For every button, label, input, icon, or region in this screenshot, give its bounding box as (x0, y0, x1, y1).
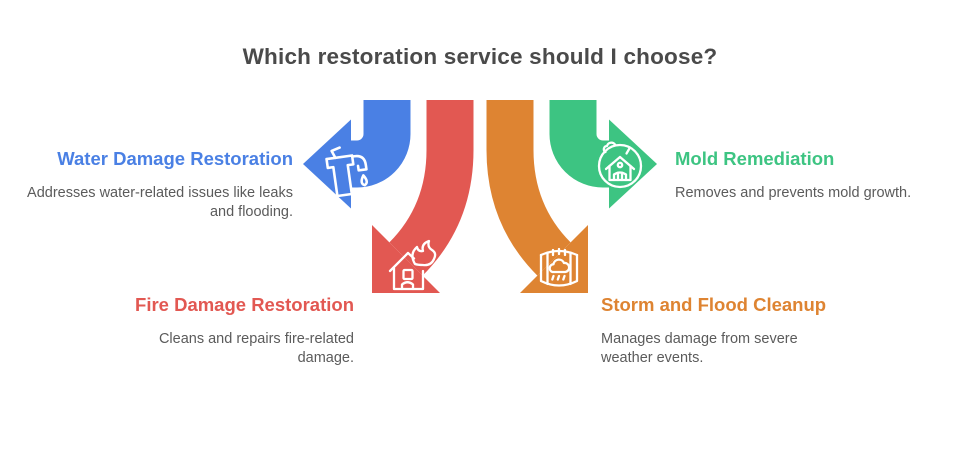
water-damage-restoration-block: Water Damage Restoration Addresses water… (13, 147, 293, 222)
burning-house-icon (388, 239, 437, 291)
mold-remediation-heading: Mold Remediation (675, 148, 835, 169)
mold-arrow-band (549, 100, 610, 188)
fire-arrow (372, 100, 474, 293)
fire-damage-restoration-block: Fire Damage Restoration Cleans and repai… (99, 293, 354, 368)
mold-remediation-block: Mold Remediation Removes and prevents mo… (675, 147, 945, 203)
storm-and-flood-cleanup-heading: Storm and Flood Cleanup (601, 294, 827, 315)
storm-arrow-band (486, 100, 572, 276)
storm-and-flood-cleanup-description: Manages damage from severe weather event… (601, 331, 798, 366)
water-damage-restoration-heading: Water Damage Restoration (57, 148, 293, 169)
storm-arrow (486, 100, 588, 293)
mold-arrow (549, 100, 657, 209)
water-arrow-band (350, 100, 411, 188)
storm-and-flood-cleanup-block: Storm and Flood Cleanup Manages damage f… (601, 293, 826, 368)
fire-arrow-band (388, 100, 474, 276)
mold-house-icon (597, 141, 643, 189)
mold-arrowhead (609, 119, 657, 209)
water-arrow (303, 100, 411, 209)
flood-water-tank-icon (539, 247, 579, 287)
fire-damage-restoration-heading: Fire Damage Restoration (135, 294, 354, 315)
fire-damage-restoration-description: Cleans and repairs fire-related damage. (158, 331, 354, 366)
water-damage-restoration-description: Addresses water-related issues like leak… (27, 185, 293, 220)
mold-remediation-description: Removes and prevents mold growth. (675, 185, 912, 201)
faucet-drop-icon (325, 146, 368, 198)
page-title: Which restoration service should I choos… (242, 44, 718, 69)
